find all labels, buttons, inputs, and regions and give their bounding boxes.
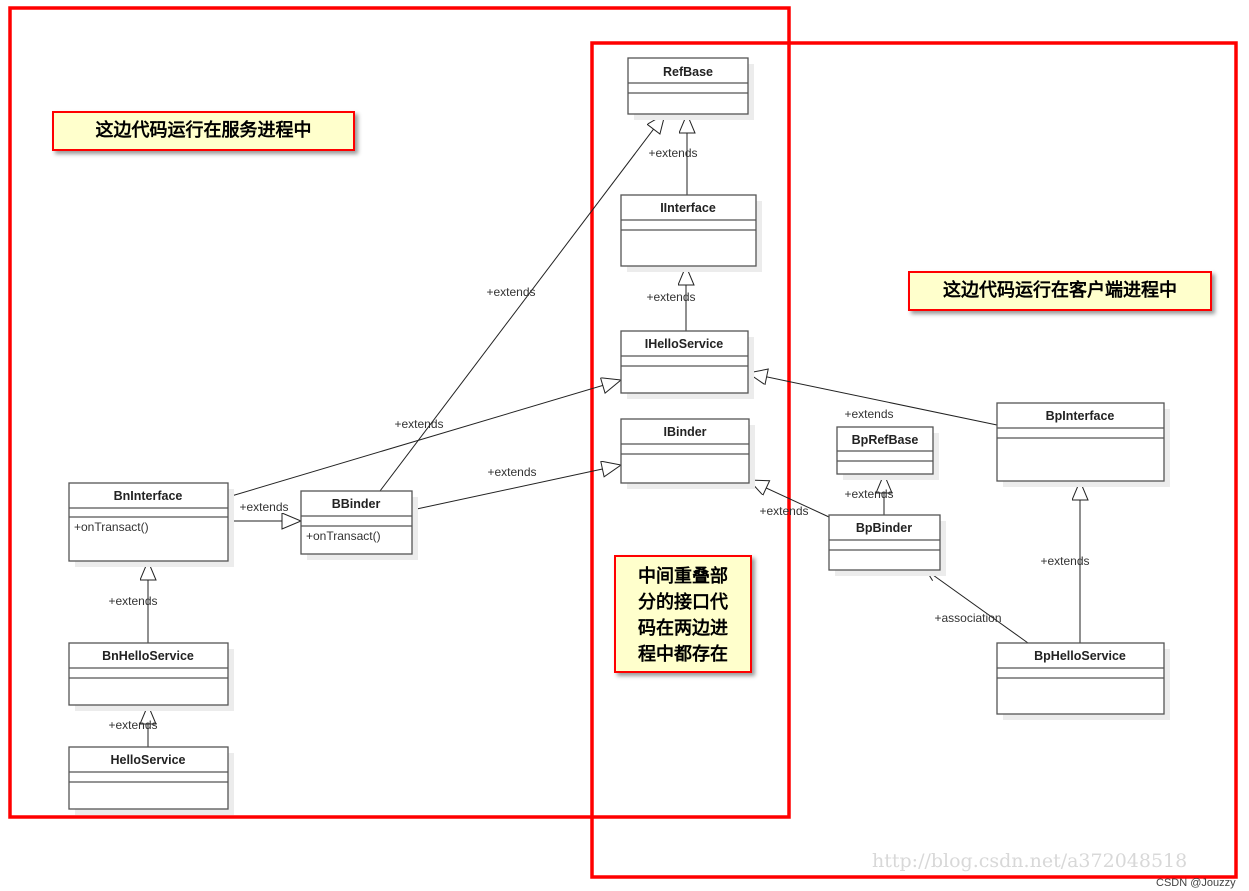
class-ibinder[interactable]: IBinder [620,418,755,489]
note-shared-interface: 中间重叠部 分的接口代 码在两边进 程中都存在 [614,555,752,673]
class-name: BBinder [332,497,381,511]
edge-label: +extends [646,290,695,304]
class-ihelloservice[interactable]: IHelloService [620,330,754,399]
class-bninterface[interactable]: BnInterface +onTransact() [68,482,234,567]
edge-label: +extends [108,718,157,732]
edge-label: +association [934,611,1001,625]
edge-bbinder-refbase [379,114,665,492]
class-name: IBinder [663,425,706,439]
class-bphelloservice[interactable]: BpHelloService [996,642,1170,720]
edge-bpbinder-ibinder [749,480,830,518]
edge-label: +extends [844,487,893,501]
edge-label: +extends [648,146,697,160]
class-bpinterface[interactable]: BpInterface [996,402,1170,487]
watermark-credit: CSDN @Jouzzy [1156,877,1236,889]
class-name: RefBase [663,65,713,79]
class-method: +onTransact() [74,520,149,534]
note-line: 程中都存在 [638,644,728,665]
edge-label: +extends [487,465,536,479]
watermark-url: http://blog.csdn.net/a372048518 [872,850,1188,872]
class-bnhelloservice[interactable]: BnHelloService [68,642,234,711]
class-helloservice[interactable]: HelloService [68,746,234,815]
note-line: 中间重叠部 [638,566,728,587]
edge-label: +extends [759,504,808,518]
class-bbinder[interactable]: BBinder +onTransact() [300,490,418,560]
note-client-process: 这边代码运行在客户端进程中 [908,271,1212,311]
class-name: IInterface [660,201,716,215]
class-name: BpHelloService [1034,649,1126,663]
edges: +extends +extends +extends +extends +ext… [108,114,1090,747]
class-name: BpRefBase [852,433,919,447]
class-name: HelloService [110,753,185,767]
edge-bninterface-ihelloservice [227,380,621,498]
edge-label: +extends [394,417,443,431]
class-name: BpBinder [856,521,912,535]
note-server-process: 这边代码运行在服务进程中 [52,111,355,151]
class-name: BpInterface [1046,409,1115,423]
edge-label: +extends [486,285,535,299]
edge-label: +extends [844,407,893,421]
edge-label: +extends [108,594,157,608]
server-process-region [8,6,791,819]
class-name: BnHelloService [102,649,194,663]
client-process-region [590,41,1238,879]
note-line: 码在两边进 [638,618,728,639]
edge-label: +extends [1040,554,1089,568]
class-refbase[interactable]: RefBase [627,57,754,120]
class-name: IHelloService [645,337,724,351]
class-iinterface[interactable]: IInterface [620,194,762,272]
class-bpbinder[interactable]: BpBinder [828,514,946,576]
edge-bphelloservice-bpbinder [926,570,1029,644]
class-name: BnInterface [114,489,183,503]
class-bprefbase[interactable]: BpRefBase [836,426,939,480]
edge-label: +extends [239,500,288,514]
edge-bbinder-ibinder [411,465,621,511]
edge-bpinterface-ihelloservice [748,373,998,426]
note-line: 分的接口代 [638,592,728,613]
class-method: +onTransact() [306,529,381,543]
